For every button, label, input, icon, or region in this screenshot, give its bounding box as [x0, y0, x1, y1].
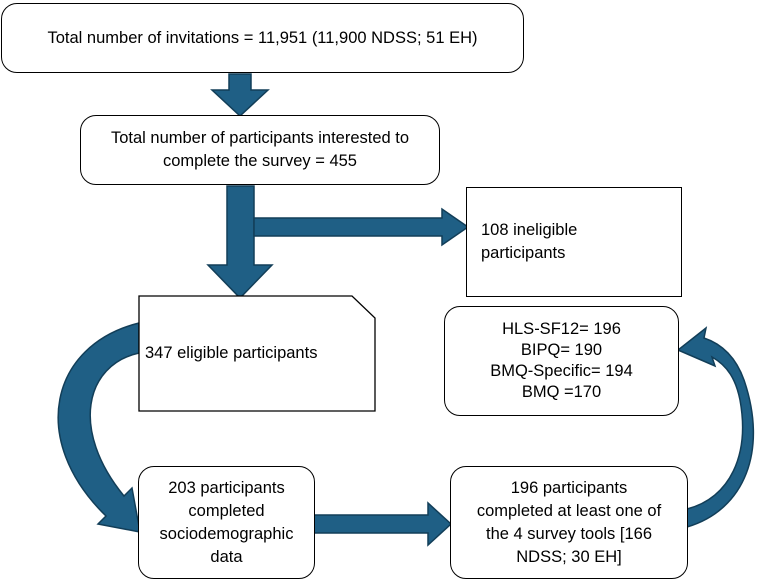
interested-text: Total number of participants interested …: [110, 129, 410, 170]
sociodemographic-box: 203 participants completed sociodemograp…: [138, 466, 315, 579]
invitations-box: Total number of invitations = 11,951 (11…: [1, 3, 524, 73]
tools-box: HLS-SF12= 196 BIPQ= 190 BMQ-Specific= 19…: [444, 306, 679, 416]
tools-text: HLS-SF12= 196 BIPQ= 190 BMQ-Specific= 19…: [490, 320, 633, 401]
ineligible-text: 108 ineligible participants: [481, 221, 578, 262]
eligible-box: 347 eligible participants: [139, 296, 375, 411]
down-arrow-1: [210, 73, 270, 118]
completed-tools-box: 196 participants completed at least one …: [450, 466, 688, 579]
curved-arrow-left: [57, 322, 141, 533]
down-arrow-2: [206, 185, 274, 300]
curved-arrow-right: [676, 326, 755, 529]
right-arrow-ineligible: [253, 207, 470, 247]
interested-box: Total number of participants interested …: [80, 115, 440, 185]
invitations-text: Total number of invitations = 11,951 (11…: [47, 28, 478, 47]
sociodemographic-text: 203 participants completed sociodemograp…: [159, 478, 294, 566]
eligible-box-shape: [138, 295, 376, 412]
eligible-text: 347 eligible participants: [145, 344, 318, 362]
right-arrow-bottom: [313, 501, 453, 547]
ineligible-box: 108 ineligible participants: [466, 187, 682, 297]
completed-tools-text: 196 participants completed at least one …: [476, 478, 662, 566]
